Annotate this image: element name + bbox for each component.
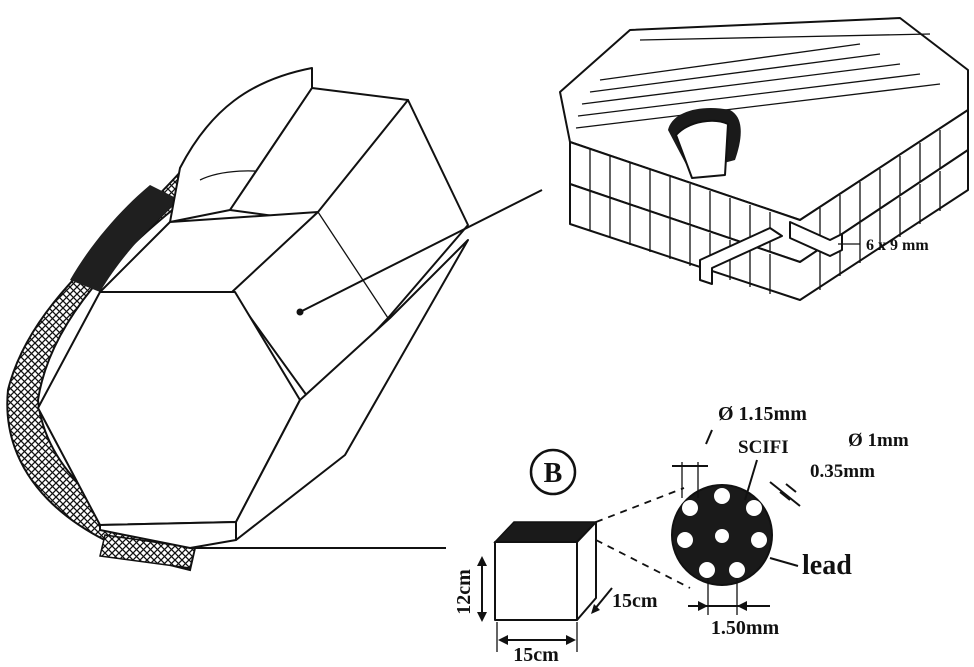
depth-dimension-line <box>593 587 613 611</box>
barrel-top-segment <box>169 67 313 223</box>
module-side-face <box>576 521 597 621</box>
barrel-shell-dark-region <box>70 185 180 292</box>
wall-thickness-line <box>769 481 801 507</box>
wall-thickness-label: 0.35mm <box>810 461 875 482</box>
barrel-pointer-line <box>299 189 543 313</box>
scifi-label: SCIFI <box>738 437 789 458</box>
absorber-label: lead <box>802 550 852 581</box>
fiber-rod-left <box>699 227 783 285</box>
fiber-hole <box>714 488 730 504</box>
fiber-hole <box>746 500 762 516</box>
fiber-cutout-inner <box>675 119 729 179</box>
fiber-cross-section: Ø 1.15mm SCIFI Ø 1mm 0.35mm lead 1.50mm <box>671 403 909 639</box>
fiber-hole <box>751 532 767 548</box>
module-depth-label: 15cm <box>612 590 658 612</box>
lead-leader <box>769 557 799 567</box>
fiber-rod-right <box>789 221 843 257</box>
fiber-block-dimension: 6 x 9 mm <box>866 237 929 254</box>
fiber-hole <box>729 562 745 578</box>
barrel-front-edge <box>317 211 389 319</box>
barrel-shell-hatched <box>6 168 197 572</box>
fiber-layer-detail: 6 x 9 mm <box>559 17 969 301</box>
scifi-leader <box>744 459 758 501</box>
module-b: B 12cm 15cm 15cm <box>453 448 691 666</box>
scifi-diameter-label: Ø 1mm <box>848 430 909 451</box>
module-label-circle <box>529 448 577 496</box>
barrel-bottom-plate <box>99 521 237 549</box>
projection-line-top <box>595 487 685 523</box>
projection-line-bottom <box>595 539 691 589</box>
fiber-hole-center <box>715 529 729 543</box>
barrel-calorimeter <box>6 67 543 572</box>
module-label: B <box>544 458 563 489</box>
fiber-pitch-label: 1.50mm <box>711 617 780 639</box>
fiber-hole <box>682 500 698 516</box>
module-height-label: 12cm <box>453 569 475 615</box>
module-width-label: 15cm <box>513 644 559 662</box>
fiber-hole-diameter-label: Ø 1.15mm <box>718 403 807 425</box>
fiber-hole <box>699 562 715 578</box>
module-front-face <box>494 541 578 621</box>
fiber-hole <box>677 532 693 548</box>
fiber-top-grooves <box>575 33 941 129</box>
